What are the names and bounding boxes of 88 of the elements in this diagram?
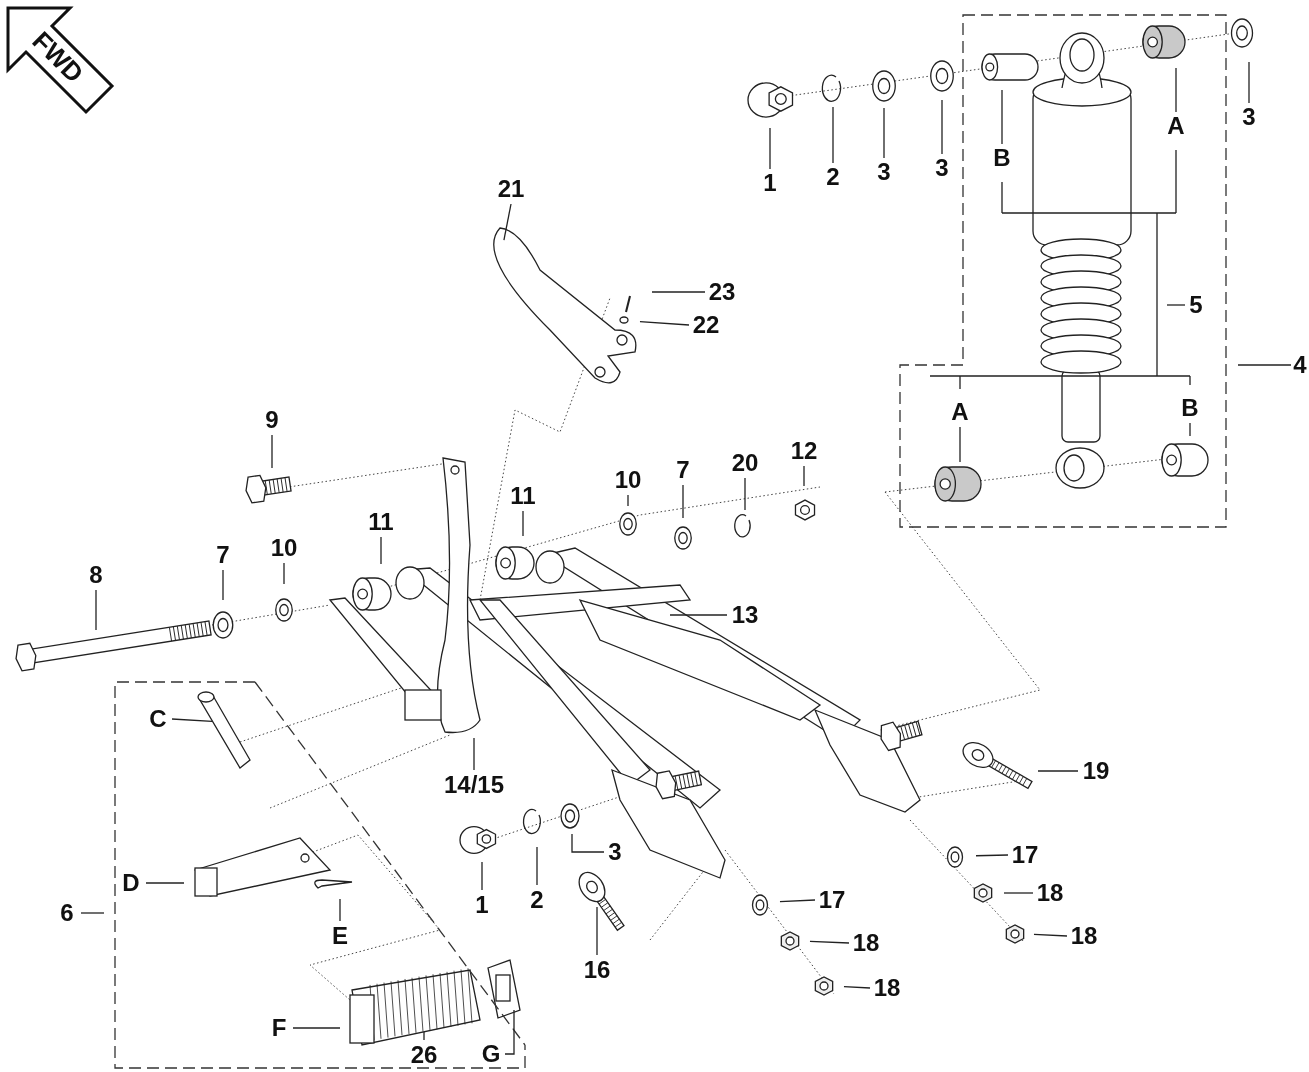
callout-number: 10 <box>614 467 642 493</box>
callout-number: 3 <box>877 159 891 185</box>
callout-number: 5 <box>1189 292 1203 318</box>
leader-line <box>145 882 185 884</box>
callout-number: 4 <box>1293 352 1307 378</box>
callout-number: 2 <box>826 164 840 190</box>
callout-number: 20 <box>731 450 759 476</box>
leader-line <box>1033 933 1068 937</box>
leader-line <box>339 898 341 922</box>
leader-line <box>779 899 816 903</box>
callout-number: 6 <box>60 900 74 926</box>
callout-number: 1 <box>763 170 777 196</box>
callout-number: A <box>1167 113 1185 139</box>
callout-number: 9 <box>265 407 279 433</box>
leader-line <box>832 106 834 164</box>
callout-number: 8 <box>89 562 103 588</box>
callout-number: D <box>122 870 140 896</box>
leader-line <box>883 107 885 159</box>
leader-line <box>843 985 871 989</box>
callout-number: 21 <box>497 176 525 202</box>
leader-line <box>1248 61 1250 104</box>
callout-number: B <box>1181 395 1199 421</box>
callout-number: 14/15 <box>443 772 505 798</box>
callout-number: 2 <box>530 887 544 913</box>
leader-line <box>596 906 598 956</box>
leader-line <box>80 912 105 914</box>
leader-line <box>171 718 213 723</box>
leader-line <box>627 494 629 507</box>
leader-line <box>292 1027 341 1029</box>
leader-line <box>380 536 382 565</box>
leader-line <box>959 426 961 463</box>
callout-number: 12 <box>790 438 818 464</box>
callout-number: C <box>149 706 167 732</box>
callout-number: 19 <box>1082 758 1110 784</box>
callout-number: 13 <box>731 602 759 628</box>
callout-number: 11 <box>368 509 394 535</box>
leader-line <box>222 569 224 601</box>
leader-line <box>651 291 706 293</box>
leader-line <box>1175 67 1177 113</box>
callout-number: F <box>271 1015 287 1041</box>
leader-line <box>1001 89 1003 145</box>
leader-line <box>941 99 943 155</box>
leader-line <box>744 477 746 511</box>
leader-line <box>1003 892 1034 894</box>
leader-line <box>504 1009 515 1055</box>
callout-number: G <box>481 1041 501 1067</box>
leader-line <box>423 1031 425 1041</box>
callout-number: 23 <box>708 279 736 305</box>
callout-number: B <box>993 145 1011 171</box>
callout-number: A <box>951 399 969 425</box>
leader-line <box>503 203 512 241</box>
callout-number: 18 <box>873 975 901 1001</box>
leader-line <box>769 127 771 170</box>
leader-line <box>669 614 728 616</box>
callout-number: 7 <box>676 457 690 483</box>
callout-number: E <box>332 923 348 949</box>
leader-line <box>1237 364 1292 366</box>
callout-number: 3 <box>1242 104 1256 130</box>
leader-line <box>571 833 605 853</box>
callout-number: 17 <box>1011 842 1039 868</box>
callout-number: 17 <box>818 887 846 913</box>
leader-line <box>481 861 483 891</box>
leader-line <box>809 940 850 944</box>
leader-line <box>975 854 1009 857</box>
callout-number: 3 <box>608 839 622 865</box>
leader-line <box>639 321 690 326</box>
leader-line <box>95 589 97 631</box>
callout-number: 3 <box>935 155 949 181</box>
callout-number: 26 <box>410 1042 438 1068</box>
leader-line <box>271 434 273 469</box>
leader-line <box>1166 304 1186 306</box>
leader-line <box>522 510 524 537</box>
callout-number: 11 <box>510 483 536 509</box>
callout-number: 18 <box>1070 923 1098 949</box>
callout-number: 18 <box>1036 880 1064 906</box>
leader-line <box>803 465 805 487</box>
callout-number: 7 <box>216 542 230 568</box>
callout-number: 18 <box>852 930 880 956</box>
callout-number: 10 <box>270 535 298 561</box>
callout-number: 22 <box>692 312 720 338</box>
leader-line <box>1037 770 1079 772</box>
leader-line <box>1189 422 1191 437</box>
callout-number: 1 <box>475 892 489 918</box>
leader-line <box>536 846 538 886</box>
leader-line <box>283 562 285 585</box>
leader-line <box>682 484 684 519</box>
leader-line <box>473 737 475 771</box>
callout-number: 16 <box>583 957 611 983</box>
